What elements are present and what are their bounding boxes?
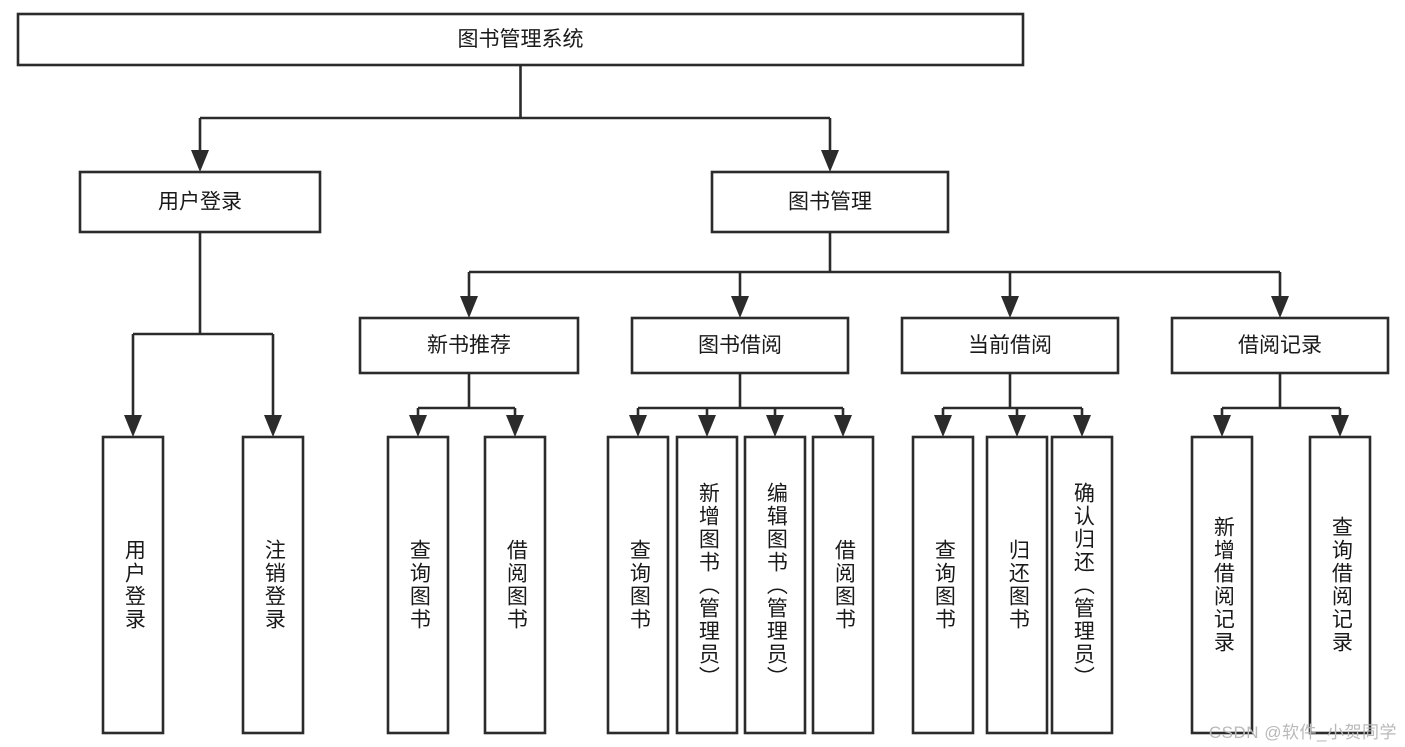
connector-lines-group	[124, 65, 1349, 437]
node-box-root[interactable]	[16, 12, 1025, 67]
node-box-new-book-recommend[interactable]	[358, 316, 580, 375]
csdn-watermark: CSDN @软件_小贺同学	[1208, 723, 1397, 742]
arrow-head-icon	[124, 415, 142, 437]
node-box-leaf-query-book-3[interactable]	[911, 435, 975, 735]
arrow-head-icon	[1073, 415, 1091, 437]
node-label-book-management: 图书管理	[788, 191, 872, 214]
arrow-head-icon	[1271, 296, 1289, 318]
arrow-head-icon	[1213, 415, 1231, 437]
node-box-current-borrow[interactable]	[900, 316, 1120, 375]
node-box-leaf-logout[interactable]	[241, 435, 305, 735]
node-label-borrow-records: 借阅记录	[1238, 334, 1322, 357]
arrow-head-icon	[821, 150, 839, 172]
node-box-leaf-confirm-return[interactable]	[1050, 435, 1114, 735]
arrow-head-icon	[766, 415, 784, 437]
arrow-head-icon	[1001, 296, 1019, 318]
arrow-head-icon	[460, 296, 478, 318]
node-box-leaf-add-book[interactable]	[675, 435, 739, 735]
node-label-user-login: 用户登录	[158, 191, 242, 214]
node-label-current-borrow: 当前借阅	[968, 334, 1052, 357]
node-box-leaf-query-record[interactable]	[1308, 435, 1372, 735]
arrow-head-icon	[191, 150, 209, 172]
node-box-book-borrow[interactable]	[630, 316, 850, 375]
node-box-leaf-return-book[interactable]	[985, 435, 1049, 735]
node-box-leaf-user-login[interactable]	[101, 435, 165, 735]
arrow-head-icon	[629, 415, 647, 437]
node-box-leaf-edit-book[interactable]	[743, 435, 807, 735]
arrow-head-icon	[731, 296, 749, 318]
arrow-head-icon	[264, 415, 282, 437]
node-label-root: 图书管理系统	[458, 28, 584, 51]
arrow-head-icon	[934, 415, 952, 437]
node-box-leaf-add-record[interactable]	[1190, 435, 1254, 735]
node-box-borrow-records[interactable]	[1170, 316, 1390, 375]
arrow-head-icon	[1008, 415, 1026, 437]
node-box-leaf-borrow-book-2[interactable]	[811, 435, 875, 735]
node-box-book-management[interactable]	[710, 170, 950, 234]
arrow-head-icon	[698, 415, 716, 437]
arrow-head-icon	[409, 415, 427, 437]
arrow-head-icon	[834, 415, 852, 437]
node-box-user-login[interactable]	[78, 170, 322, 234]
arrow-head-icon	[506, 415, 524, 437]
arrow-head-icon	[1331, 415, 1349, 437]
node-label-new-book-recommend: 新书推荐	[427, 334, 511, 357]
node-label-book-borrow: 图书借阅	[698, 334, 782, 357]
node-boxes-group	[16, 12, 1390, 735]
node-box-leaf-borrow-book-1[interactable]	[483, 435, 547, 735]
node-box-leaf-query-book-1[interactable]	[386, 435, 450, 735]
node-box-leaf-query-book-2[interactable]	[606, 435, 670, 735]
